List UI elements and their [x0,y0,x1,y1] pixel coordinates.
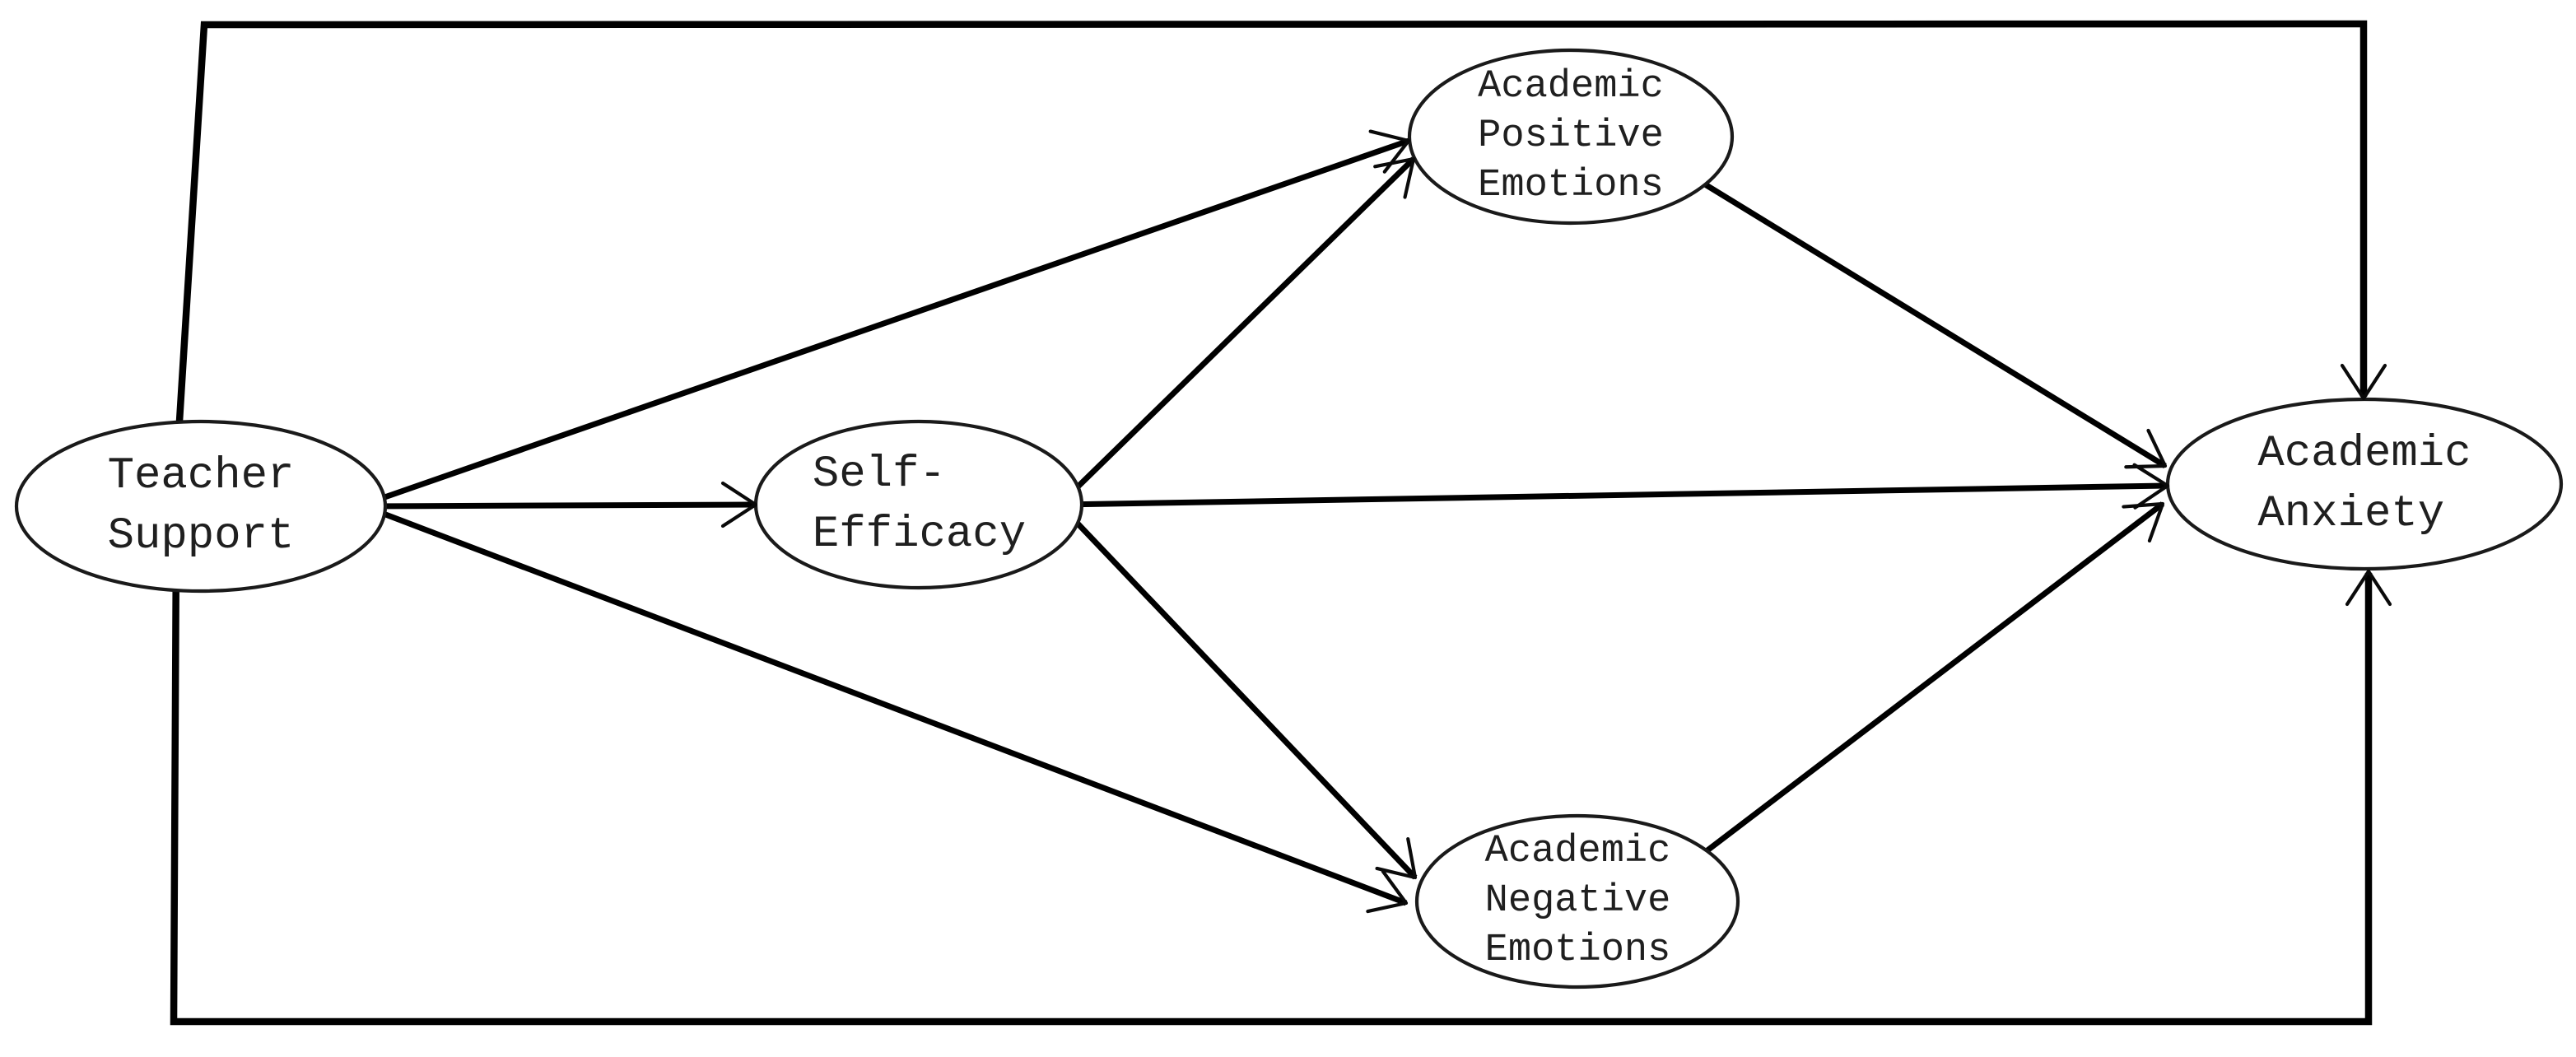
edge-teacher-support-to-academic-anxiety-top-route [173,20,2368,462]
arrowhead-se-into-academic-anxiety [2132,463,2170,510]
arrowhead-ape-into-academic-anxiety [2124,428,2168,469]
arrowhead-top-route-into-academic-anxiety [2340,363,2387,401]
edge-teacher-support-to-self-efficacy [361,501,755,510]
edge-teacher-support-to-academic-negative-emotions [369,505,1408,906]
arrowhead-se-into-academic-negative-emotions [1375,837,1418,880]
edge-lines [170,20,2373,1026]
edge-self-efficacy-to-academic-anxiety [1061,482,2167,508]
node-teacher-support-ellipse [14,419,388,594]
node-academic-negative-emotions-ellipse [1414,813,1740,989]
edge-academic-negative-emotions-to-academic-anxiety [1681,501,2165,871]
arrowhead-into-self-efficacy [720,481,758,528]
node-self-efficacy-ellipse [753,419,1084,590]
arrowhead-bottom-route-into-academic-anxiety [2345,569,2392,607]
node-shapes [14,48,2564,989]
arrowhead-se-into-academic-positive-emotions [1373,156,1416,199]
arrowhead-ane-into-academic-anxiety [2122,501,2165,543]
edge-academic-positive-emotions-to-academic-anxiety [1678,166,2167,468]
edge-teacher-support-to-academic-anxiety-bottom-route [170,542,2373,1026]
node-academic-anxiety-ellipse [2165,397,2564,571]
arrowhead-ts-into-academic-negative-emotions [1366,869,1409,914]
edge-teacher-support-to-academic-positive-emotions [369,137,1410,505]
arrowheads [720,129,2392,914]
node-academic-positive-emotions-ellipse [1407,48,1735,226]
edge-self-efficacy-to-academic-negative-emotions [1060,505,1418,880]
edge-self-efficacy-to-academic-positive-emotions [1060,156,1416,505]
